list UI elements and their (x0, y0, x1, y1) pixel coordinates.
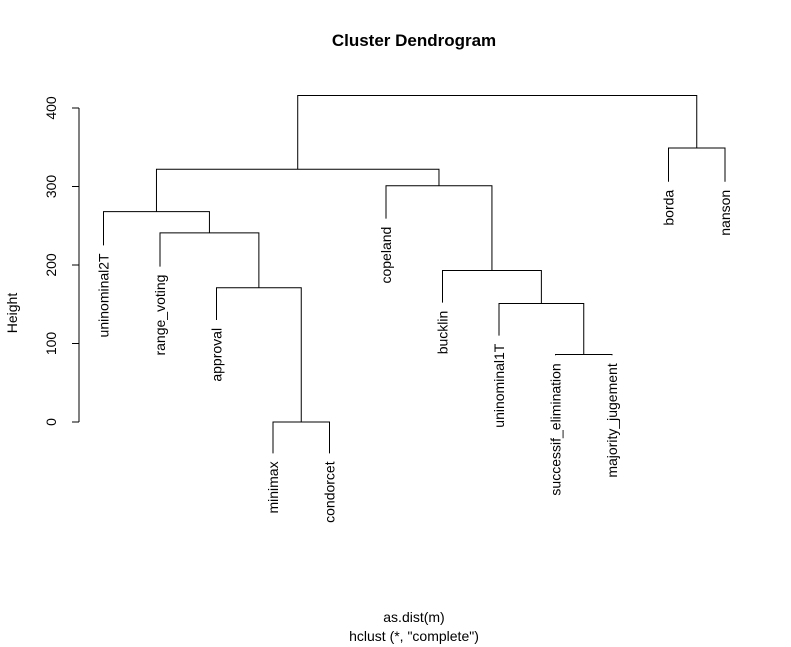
leaf-label: uninominal2T (96, 253, 112, 337)
leaf-label: uninominal1T (491, 343, 507, 427)
leaf-label: approval (209, 328, 225, 382)
leaf-label: bucklin (435, 311, 451, 355)
y-tick-label: 400 (43, 96, 59, 120)
merge-link (668, 147, 726, 182)
leaf-label: range_voting (152, 275, 168, 356)
leaf-label: copeland (378, 227, 394, 284)
y-tick-label: 0 (43, 418, 59, 426)
y-tick-label: 200 (43, 253, 59, 277)
leaf-label: minimax (265, 461, 281, 513)
merge-link (385, 185, 493, 271)
merge-link (216, 287, 302, 422)
leaf-label: successif_elimination (548, 363, 564, 495)
leaf-label: condorcet (322, 461, 338, 523)
merge-link (498, 302, 585, 355)
merge-link (103, 211, 210, 246)
leaf-label: nanson (717, 190, 733, 236)
y-tick-label: 300 (43, 175, 59, 199)
y-axis-label: Height (4, 293, 20, 334)
dendrogram-tree (103, 94, 726, 454)
leaf-label: majority_jugement (604, 363, 620, 477)
chart-title: Cluster Dendrogram (332, 31, 496, 50)
x-axis-label: as.dist(m) (383, 609, 444, 625)
y-axis: 0 100 200 300 400 (43, 96, 80, 426)
merge-link (155, 168, 440, 212)
merge-link (442, 269, 542, 304)
merge-link (159, 232, 260, 288)
merge-link (272, 421, 330, 454)
merge-link (555, 353, 613, 356)
chart-subtitle: hclust (*, "complete") (349, 628, 479, 644)
merge-link (297, 94, 698, 170)
leaf-labels: uninominal2T range_voting approval minimax c… (96, 190, 734, 523)
leaf-label: borda (661, 190, 677, 226)
y-tick-label: 100 (43, 332, 59, 356)
